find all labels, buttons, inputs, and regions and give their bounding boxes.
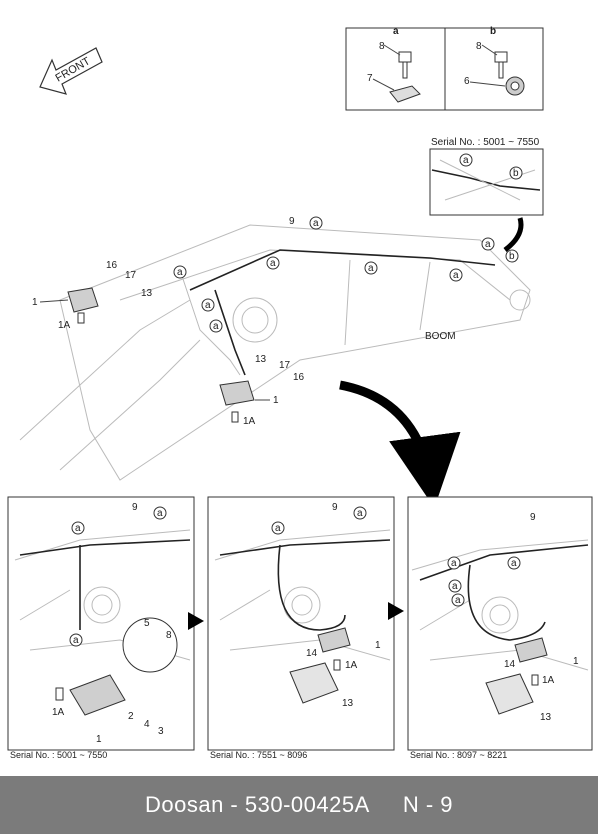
footer-page-number: N - 9 <box>402 792 454 817</box>
callout-a: a a a a a a a a b <box>173 216 519 333</box>
svg-text:17: 17 <box>279 360 291 371</box>
inset-a-title: a <box>393 26 399 37</box>
footer-brand: Doosan <box>144 792 224 817</box>
svg-text:14: 14 <box>504 659 516 670</box>
bulb-icon <box>231 411 239 423</box>
front-direction-arrow: FRONT <box>39 47 103 95</box>
bolt-icon <box>398 51 412 79</box>
boom-assembly: BOOM 1 1A 16 17 13 9 13 17 16 1 1A a a a… <box>19 216 531 508</box>
inset-b-part-8: 8 <box>476 41 482 52</box>
svg-text:2: 2 <box>128 711 134 722</box>
inset-a-part-7: 7 <box>367 73 373 84</box>
svg-text:a: a <box>463 155 469 166</box>
boom-label: BOOM <box>425 331 456 342</box>
svg-text:1: 1 <box>32 297 38 308</box>
work-lamp-icon <box>67 287 99 313</box>
svg-text:a: a <box>453 270 459 281</box>
svg-text:9: 9 <box>332 502 338 513</box>
page-footer: Doosan - 530-00425A N - 9 <box>0 776 598 834</box>
panel-2-serial: Serial No. : 7551 ~ 8096 <box>210 750 307 760</box>
inset-a-part-8: 8 <box>379 41 385 52</box>
panel-2: a a 9 1 1A 14 13 Serial No. : 7551 ~ 809… <box>207 496 395 760</box>
svg-text:13: 13 <box>141 288 153 299</box>
panel-3-serial: Serial No. : 8097 ~ 8221 <box>410 750 507 760</box>
svg-text:a: a <box>205 300 211 311</box>
next-arrow-icon <box>188 612 204 630</box>
bulb-icon <box>333 659 341 671</box>
bulb-icon <box>77 312 85 324</box>
work-lamp-icon <box>514 637 548 663</box>
bulb-icon <box>531 674 539 686</box>
svg-text:8: 8 <box>166 630 172 641</box>
svg-text:a: a <box>452 581 458 592</box>
panel-1: a a a 9 5 8 1A 1 2 4 3 Serial No. : 5001… <box>7 496 195 760</box>
svg-text:5: 5 <box>144 618 150 629</box>
svg-text:1A: 1A <box>345 660 358 671</box>
svg-text:a: a <box>368 263 374 274</box>
svg-text:14: 14 <box>306 648 318 659</box>
svg-text:13: 13 <box>255 354 267 365</box>
inset-detail-ab: a b 8 7 8 6 <box>345 26 544 111</box>
svg-text:1A: 1A <box>58 320 71 331</box>
svg-text:1A: 1A <box>243 416 256 427</box>
panel-1-serial: Serial No. : 5001 ~ 7550 <box>10 750 107 760</box>
svg-text:9: 9 <box>132 502 138 513</box>
svg-text:a: a <box>451 558 457 569</box>
svg-text:1A: 1A <box>52 707 65 718</box>
svg-text:a: a <box>157 508 163 519</box>
svg-text:a: a <box>177 267 183 278</box>
svg-text:1: 1 <box>375 640 381 651</box>
svg-text:13: 13 <box>540 712 552 723</box>
svg-text:9: 9 <box>530 512 536 523</box>
footer-part-number: 530-00425A <box>244 792 370 817</box>
work-lamp-icon <box>219 380 255 406</box>
svg-text:a: a <box>75 523 81 534</box>
relay-box-icon <box>485 673 534 715</box>
inset-b-part-6: 6 <box>464 76 470 87</box>
svg-text:a: a <box>73 635 79 646</box>
svg-text:a: a <box>455 595 461 606</box>
detail-circle <box>122 617 178 673</box>
footer-separator: - <box>223 792 245 817</box>
svg-text:a: a <box>511 558 517 569</box>
svg-text:1: 1 <box>273 395 279 406</box>
svg-text:1A: 1A <box>542 675 555 686</box>
svg-text:3: 3 <box>158 726 164 737</box>
serial-inset-top: Serial No. : 5001 ~ 7550 a b <box>429 137 544 252</box>
svg-text:1: 1 <box>96 734 102 745</box>
work-lamp-icon <box>69 674 126 716</box>
svg-text:a: a <box>485 239 491 250</box>
svg-text:a: a <box>270 258 276 269</box>
inset-b-title: b <box>490 26 496 37</box>
bolt-icon <box>494 51 508 79</box>
svg-text:a: a <box>313 218 319 229</box>
svg-text:b: b <box>513 168 519 179</box>
relay-box-icon <box>289 662 339 704</box>
bracket-icon <box>389 85 421 103</box>
svg-text:16: 16 <box>106 260 118 271</box>
svg-text:a: a <box>275 523 281 534</box>
svg-text:13: 13 <box>342 698 354 709</box>
panel-3: a a a a 9 1 1A 14 13 Serial No. : 8097 ~… <box>407 496 593 760</box>
svg-text:4: 4 <box>144 719 150 730</box>
bulb-icon <box>55 687 64 701</box>
svg-text:a: a <box>357 508 363 519</box>
svg-text:1: 1 <box>573 656 579 667</box>
wiring-diagram: a b 8 7 8 6 FRONT Serial No. : 5001 ~ 75… <box>7 26 593 760</box>
work-lamp-icon <box>317 627 351 653</box>
svg-text:a: a <box>213 321 219 332</box>
next-arrow-icon <box>388 602 404 620</box>
serial-top-label: Serial No. : 5001 ~ 7550 <box>431 137 540 148</box>
svg-text:16: 16 <box>293 372 305 383</box>
svg-text:b: b <box>509 251 515 262</box>
svg-text:17: 17 <box>125 270 137 281</box>
svg-text:9: 9 <box>289 216 295 227</box>
